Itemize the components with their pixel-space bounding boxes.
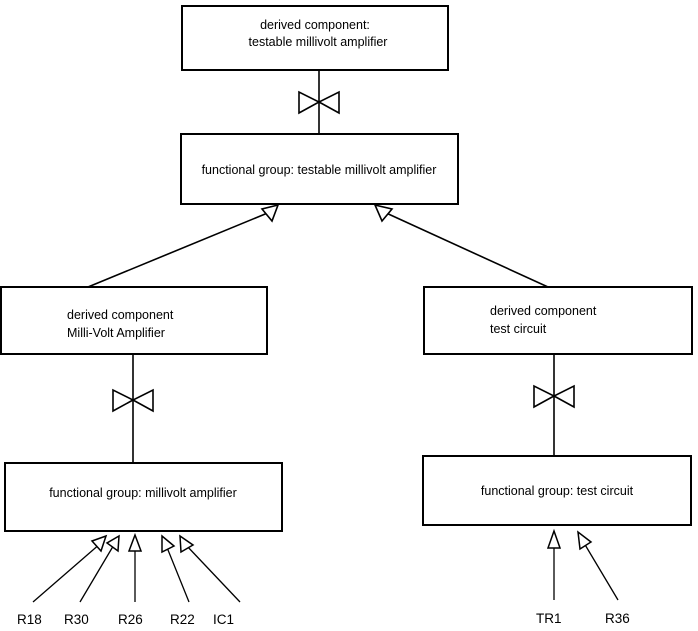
realization-bowtie-connector-right-wing xyxy=(317,90,340,115)
leaf-connector-r18-line xyxy=(32,542,102,603)
leaf-label-r22: R22 xyxy=(170,612,195,627)
leaf-label-r26: R26 xyxy=(118,612,143,627)
node-left-functional-group-box xyxy=(4,462,283,532)
node-left-derived-component-line2: Milli-Volt Amplifier xyxy=(67,326,165,340)
node-left-derived-component-box xyxy=(0,286,268,355)
realization-bowtie-left-wing-lower-left xyxy=(112,388,135,413)
leaf-connector-r22-line xyxy=(165,544,190,603)
node-right-functional-group-label: functional group: test circuit xyxy=(481,484,634,498)
leaf-connector-r22[interactable] xyxy=(161,534,190,603)
node-right-derived-component[interactable]: derived component test circuit xyxy=(423,286,693,355)
leaf-connector-r30-line xyxy=(79,542,116,603)
link-left-derived-to-top-functional[interactable] xyxy=(87,203,280,288)
open-arrowhead-r30 xyxy=(105,534,120,553)
node-top-functional-group[interactable]: functional group: testable millivolt amp… xyxy=(180,133,459,205)
node-right-functional-group[interactable]: functional group: test circuit xyxy=(422,455,692,526)
node-right-derived-component-box xyxy=(423,286,693,355)
leaf-label-tr1: TR1 xyxy=(536,611,562,626)
leaf-arrows-right-group: TR1 R36 xyxy=(536,528,630,626)
link-left-derived-to-left-functional[interactable] xyxy=(112,354,154,463)
link-right-derived-to-top-functional[interactable] xyxy=(373,203,549,288)
leaf-connector-r36-line xyxy=(583,542,619,601)
open-arrowhead-right-generalization xyxy=(373,203,394,223)
leaf-label-ic1: IC1 xyxy=(213,612,234,627)
node-left-functional-group-label: functional group: millivolt amplifier xyxy=(49,486,237,500)
realization-bowtie-right-wing-lower-right xyxy=(552,384,575,409)
link-left-generalization-line xyxy=(87,211,271,288)
link-top-derived-to-top-functional[interactable] xyxy=(298,70,340,134)
link-right-generalization-line xyxy=(383,211,549,288)
node-top-derived-component-line1: derived component: xyxy=(260,18,370,32)
open-arrowhead-r26 xyxy=(127,532,143,552)
leaf-connector-r36[interactable] xyxy=(577,530,619,601)
realization-bowtie-right-wing-lower-left xyxy=(131,388,154,413)
node-right-derived-component-line1: derived component xyxy=(490,304,597,318)
realization-bowtie-left-wing-lower-right xyxy=(533,384,556,409)
leaf-label-r30: R30 xyxy=(64,612,89,627)
leaf-connector-ic1[interactable] xyxy=(179,534,241,603)
open-arrowhead-tr1 xyxy=(546,528,562,549)
node-left-derived-component-line1: derived component xyxy=(67,308,174,322)
node-right-functional-group-box xyxy=(422,455,692,526)
node-top-functional-group-label: functional group: testable millivolt amp… xyxy=(202,163,437,177)
open-arrowhead-r36 xyxy=(577,530,593,551)
node-left-derived-component[interactable]: derived component Milli-Volt Amplifier xyxy=(0,286,268,355)
node-top-derived-component-box xyxy=(181,5,449,71)
link-right-derived-to-right-functional[interactable] xyxy=(533,354,575,456)
open-arrowhead-r22 xyxy=(161,534,176,554)
node-top-functional-group-box xyxy=(180,133,459,205)
open-arrowhead-r18 xyxy=(90,534,108,553)
leaf-label-r18: R18 xyxy=(17,612,42,627)
leaf-connector-ic1-line xyxy=(185,544,241,603)
open-arrowhead-left-generalization xyxy=(260,203,280,223)
leaf-label-r36: R36 xyxy=(605,611,630,626)
leaf-connector-r30[interactable] xyxy=(79,534,120,603)
open-arrowhead-ic1 xyxy=(179,534,195,554)
node-left-functional-group[interactable]: functional group: millivolt amplifier xyxy=(4,462,283,532)
leaf-connector-r26[interactable] xyxy=(127,532,143,602)
node-right-derived-component-line2: test circuit xyxy=(490,322,547,336)
leaf-connector-r18[interactable] xyxy=(32,534,108,603)
node-top-derived-component-line2: testable millivolt amplifier xyxy=(249,35,388,49)
realization-bowtie-connector-left-wing xyxy=(298,90,321,115)
node-top-derived-component[interactable]: derived component: testable millivolt am… xyxy=(181,5,449,71)
leaf-connector-tr1[interactable] xyxy=(546,528,562,600)
leaf-arrows-left-group: R18 R30 R26 R22 IC1 xyxy=(17,532,241,627)
